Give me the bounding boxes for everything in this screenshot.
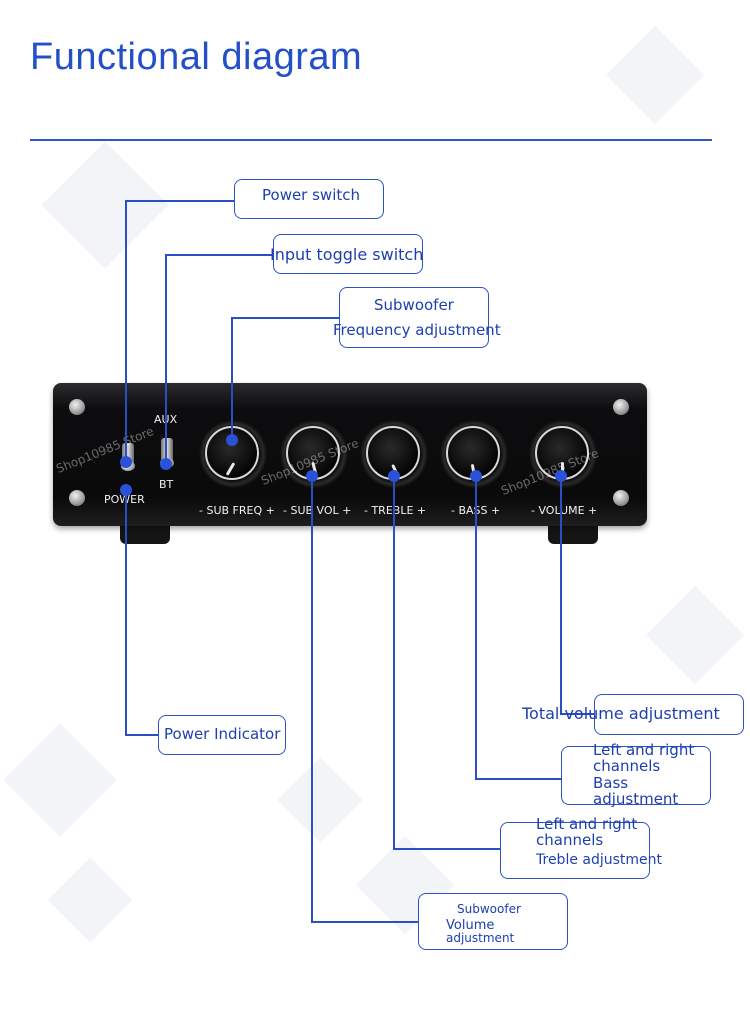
amplifier-front-panel: AUX BT POWER - SUB FREQ + - SUB VOL + - …	[53, 383, 647, 526]
treble-label: - TREBLE +	[364, 504, 427, 517]
sub-vol-knob[interactable]	[280, 420, 348, 488]
watermark: Shop10985 Store	[54, 424, 156, 476]
bt-label: BT	[159, 478, 174, 491]
volume-label: - VOLUME +	[531, 504, 598, 517]
callout-treble	[500, 822, 650, 879]
background-diamond	[605, 25, 705, 125]
title-divider	[30, 139, 712, 141]
sub-vol-dot	[306, 470, 318, 482]
leader-line	[231, 317, 339, 319]
screw-icon	[69, 399, 85, 415]
volume-dot	[555, 470, 567, 482]
leader-line	[125, 734, 159, 736]
callout-sub-vol-text-3: adjustment	[446, 931, 515, 945]
callout-power-switch-text: Power switch	[262, 186, 361, 204]
sub-freq-label: - SUB FREQ +	[199, 504, 275, 517]
callout-total-volume	[594, 694, 744, 735]
callout-sub-freq	[339, 287, 489, 348]
callout-bass	[561, 746, 711, 805]
leader-line	[475, 476, 477, 779]
leader-line	[560, 713, 600, 715]
page-title: Functional diagram	[30, 36, 363, 78]
callout-sub-vol-text-1: Subwoofer	[457, 902, 521, 916]
sub-freq-knob[interactable]	[199, 420, 267, 488]
power-indicator-dot	[120, 484, 132, 496]
screw-icon	[69, 490, 85, 506]
device-foot-left	[120, 524, 170, 544]
leader-line	[125, 200, 127, 462]
callout-treble-text-3: Treble adjustment	[536, 852, 663, 868]
callout-sub-freq-text-1: Subwoofer	[374, 296, 454, 314]
callout-bass-text-1: Left and right	[593, 741, 695, 759]
leader-line	[311, 476, 313, 922]
callout-power-indicator-text: Power Indicator	[164, 725, 281, 743]
leader-line	[165, 254, 167, 464]
callout-input-toggle-text: Input toggle switch	[270, 245, 424, 264]
callout-treble-text-2: channels	[536, 831, 604, 849]
callout-power-indicator	[158, 715, 286, 755]
leader-line	[475, 778, 562, 780]
leader-line	[125, 490, 127, 735]
bass-dot	[470, 470, 482, 482]
callout-power-switch	[234, 179, 384, 219]
background-diamond	[277, 757, 363, 843]
callout-bass-text-4: adjustment	[593, 790, 679, 808]
sub-vol-label: - SUB VOL +	[283, 504, 352, 517]
device-foot-right	[548, 524, 598, 544]
background-diamond	[41, 141, 169, 269]
background-diamond	[3, 723, 117, 837]
callout-sub-vol	[418, 893, 568, 950]
callout-treble-text-1: Left and right	[536, 815, 638, 833]
power-label: POWER	[104, 493, 145, 506]
callout-bass-text-3: Bass	[593, 774, 629, 792]
screw-icon	[613, 490, 629, 506]
callout-total-volume-text: Total volume adjustment	[522, 704, 720, 723]
callout-sub-vol-text-2: Volume	[446, 918, 495, 933]
treble-dot	[388, 470, 400, 482]
background-diamond	[645, 585, 745, 685]
screw-icon	[613, 399, 629, 415]
leader-line	[311, 921, 419, 923]
sub-freq-dot	[226, 434, 238, 446]
callout-sub-freq-text-2: Frequency adjustment	[333, 321, 501, 339]
leader-line	[560, 476, 562, 714]
background-diamond	[47, 857, 133, 943]
input-toggle-dot	[160, 458, 172, 470]
leader-line	[231, 317, 233, 440]
leader-line	[393, 476, 395, 849]
power-switch-dot	[120, 456, 132, 468]
leader-line	[165, 254, 273, 256]
leader-line	[393, 848, 501, 850]
leader-line	[125, 200, 235, 202]
callout-input-toggle	[273, 234, 423, 274]
callout-bass-text-2: channels	[593, 757, 661, 775]
